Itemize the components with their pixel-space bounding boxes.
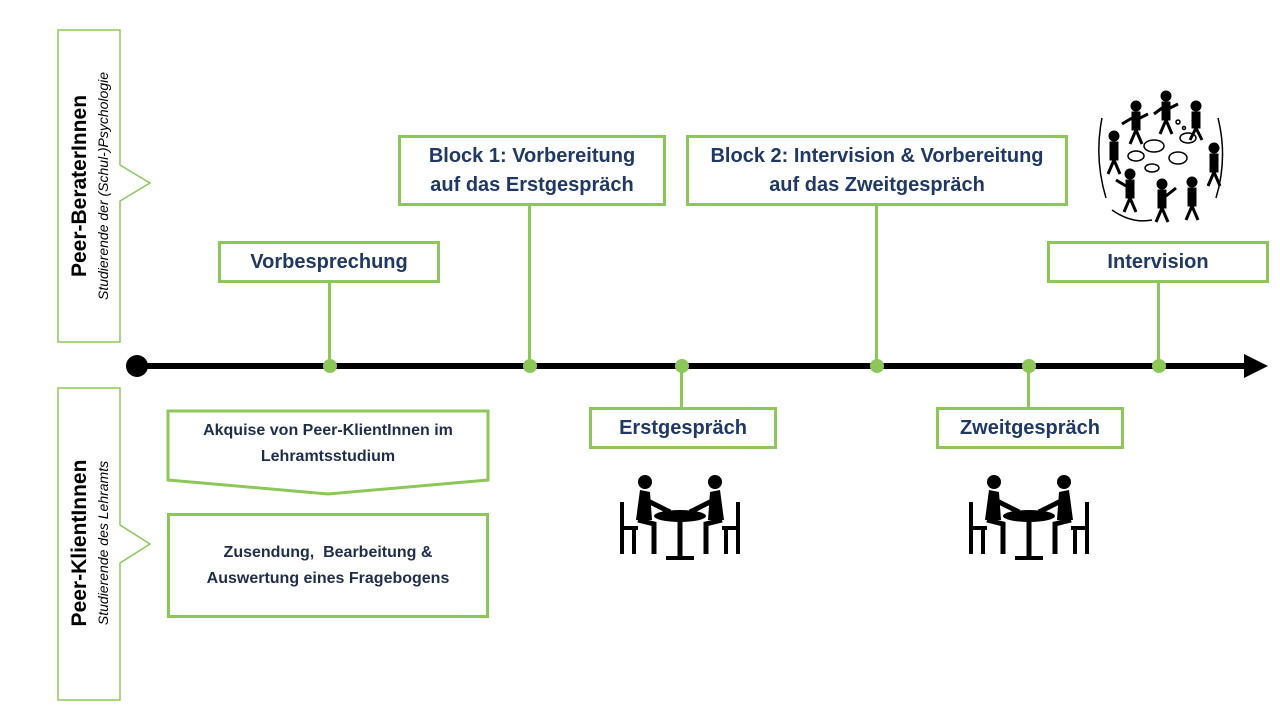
label-erstgespraech: Erstgespräch xyxy=(619,416,747,439)
timeline-dot xyxy=(870,359,884,373)
connector-block1 xyxy=(528,204,531,366)
connector-intervision xyxy=(1157,280,1160,366)
timeline-dot xyxy=(523,359,537,373)
label-block1-line1: Block 1: Vorbereitung xyxy=(428,144,636,167)
group-discussion-icon xyxy=(1098,90,1224,223)
label-block1-line2: auf das Erstgespräch xyxy=(430,173,634,196)
label-block2-line1: Block 2: Intervision & Vorbereitung xyxy=(710,144,1044,167)
box-vorbesprechung: Vorbesprechung xyxy=(218,241,440,283)
label-block2-line2: auf das Zweitgespräch xyxy=(769,173,985,196)
two-people-at-table-icon xyxy=(620,475,740,560)
side-panel-top-shape xyxy=(57,29,152,701)
box-zweitgespraech: Zweitgespräch xyxy=(936,407,1124,449)
box-erstgespraech: Erstgespräch xyxy=(589,407,777,449)
box-block2: Block 2: Intervision & Vorbereitung auf … xyxy=(686,135,1068,206)
label-zusendung-line2: Auswertung eines Fragebogens xyxy=(206,569,450,587)
label-zweitgespraech: Zweitgespräch xyxy=(959,416,1101,439)
timeline-dot xyxy=(323,359,337,373)
label-vorbesprechung: Vorbesprechung xyxy=(250,250,408,273)
connector-zweitgespraech xyxy=(1027,366,1030,410)
box-intervision: Intervision xyxy=(1047,241,1269,283)
connector-block2 xyxy=(875,204,878,366)
box-zusendung: Zusendung, Bearbeitung & Auswertung eine… xyxy=(167,513,489,618)
label-zusendung-line1: Zusendung, Bearbeitung & xyxy=(223,543,433,561)
two-people-at-table-icon xyxy=(969,475,1089,560)
connector-erstgespraech xyxy=(680,366,683,410)
box-akquise: Akquise von Peer-KlientInnen im Lehramts… xyxy=(168,418,488,474)
timeline-dot xyxy=(675,359,689,373)
label-akquise-line1: Akquise von Peer-KlientInnen im xyxy=(203,422,453,439)
timeline-dot xyxy=(1022,359,1036,373)
timeline-dot xyxy=(1152,359,1166,373)
connector-vorbesprechung xyxy=(328,280,331,366)
box-block1: Block 1: Vorbereitung auf das Erstgesprä… xyxy=(398,135,666,206)
label-akquise-line2: Lehramtsstudium xyxy=(260,448,396,465)
label-intervision: Intervision xyxy=(1107,250,1209,273)
